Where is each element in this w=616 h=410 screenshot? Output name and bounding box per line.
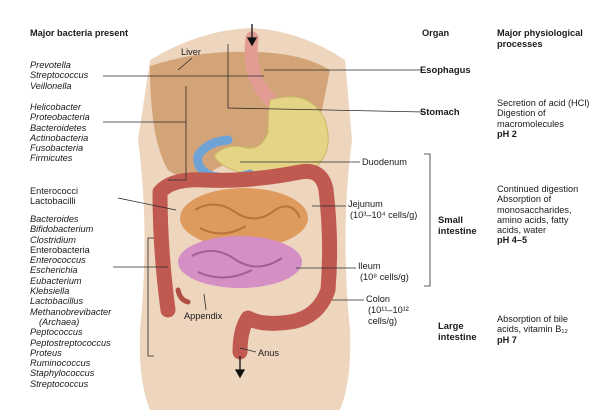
leader-anus — [239, 347, 257, 353]
process-ph: pH 4–5 — [497, 235, 528, 246]
bacteria-name: Bifidobacterium — [30, 224, 94, 235]
bacteria-name: Peptococcus — [30, 327, 83, 338]
process-line: Absorption of — [497, 194, 552, 205]
bacteria-name: Clostridium — [30, 234, 76, 245]
colon-tube — [152, 163, 338, 360]
bacteria-name: Streptococcus — [30, 70, 89, 81]
leader-enterococci — [117, 197, 177, 211]
bacteria-list-small-intestine: Enterococci Lactobacilli — [30, 186, 78, 207]
bacteria-list-stomach: Helicobacter Proteobacteria Bacteroidete… — [30, 102, 90, 164]
bacteria-name: Enterobacteria — [30, 244, 90, 255]
bacteria-name: Lactobacilli — [30, 196, 76, 207]
outflow-arrow — [234, 356, 246, 379]
process-line: Digestion of — [497, 108, 546, 119]
bacteria-name: Peptostreptococcus — [30, 337, 111, 348]
process-small-intestine: Continued digestion Absorption of monosa… — [497, 184, 578, 246]
bacteria-name: Veillonella — [30, 80, 72, 91]
bacteria-name: Escherichia — [30, 265, 78, 276]
header-physiological-2: processes — [497, 39, 543, 49]
label-anus: Anus — [258, 348, 279, 358]
process-line: Absorption of bile — [497, 314, 568, 324]
bacteria-name: Firmicutes — [30, 153, 73, 164]
process-line: macromolecules — [497, 118, 564, 129]
leader-stomach-bracket — [168, 86, 187, 181]
label-ileum-count: (10⁸ cells/g) — [360, 272, 409, 282]
organ-stomach: Stomach — [420, 106, 460, 117]
organ-large-intestine-1: Large — [438, 320, 464, 331]
label-jejunum: Jejunum — [348, 199, 383, 209]
bacteria-name: Staphylococcus — [30, 368, 95, 379]
bacteria-name: Streptococcus — [30, 378, 89, 389]
leader-appendix — [203, 293, 207, 311]
label-appendix: Appendix — [184, 311, 223, 321]
organ-esophagus: Esophagus — [420, 64, 471, 75]
process-line: acids, water — [497, 225, 547, 236]
process-line: Secretion of acid (HCl) — [497, 98, 590, 108]
process-ph: pH 2 — [497, 128, 517, 139]
liver-shape — [150, 51, 330, 177]
label-colon-count-2: cells/g) — [368, 316, 398, 326]
leader-stomach — [227, 44, 425, 113]
bracket-large-intestine — [147, 237, 154, 357]
bacteria-name: Actinobacteria — [30, 132, 89, 143]
process-large-intestine: Absorption of bile acids, vitamin B₁₂ pH… — [497, 314, 568, 345]
bacteria-name: Ruminococcus — [30, 358, 91, 369]
bacteria-name: Lactobacillus — [30, 296, 84, 307]
label-colon-count-1: (10¹¹–10¹² — [368, 305, 409, 315]
label-duodenum: Duodenum — [362, 157, 407, 167]
appendix-shape — [175, 287, 191, 305]
label-colon: Colon — [366, 294, 391, 304]
bacteria-list-esophagus: Prevotella Streptococcus Veillonella — [30, 60, 88, 91]
bacteria-name: Enterococci — [30, 186, 79, 196]
process-line: monosaccharides, — [497, 204, 572, 215]
label-ileum: Ileum — [358, 261, 381, 271]
bacteria-name: Proteobacteria — [30, 112, 90, 123]
bacteria-name: (Archaea) — [39, 316, 80, 327]
stomach-shape — [213, 96, 329, 179]
label-liver: Liver — [181, 47, 201, 57]
process-line: Continued digestion — [497, 184, 579, 194]
bacteria-name: Proteus — [30, 347, 62, 358]
organ-small-intestine-2: intestine — [438, 225, 477, 236]
header-physiological-1: Major physiological — [497, 28, 583, 38]
bacteria-name: Bacteroides — [30, 214, 79, 224]
process-line: amino acids, fatty — [497, 214, 569, 225]
leader-liver — [177, 57, 193, 71]
organ-small-intestine-1: Small — [438, 214, 464, 225]
process-stomach: Secretion of acid (HCl) Digestion of mac… — [497, 98, 589, 139]
bacteria-name: Klebsiella — [30, 286, 70, 297]
process-line: acids, vitamin B₁₂ — [497, 324, 569, 335]
bracket-small-intestine — [424, 153, 431, 287]
bacteria-name: Eubacterium — [30, 275, 82, 286]
bacteria-name: Enterococcus — [30, 255, 86, 266]
process-ph: pH 7 — [497, 334, 517, 345]
inflow-arrow — [246, 24, 258, 47]
bacteria-name: Prevotella — [30, 60, 71, 70]
label-jejunum-count: (10³–10⁴ cells/g) — [350, 210, 418, 220]
bacteria-name: Fusobacteria — [30, 143, 84, 154]
header-bacteria: Major bacteria present — [30, 28, 129, 38]
bacteria-name: Methanobrevibacter — [30, 306, 112, 317]
header-organ: Organ — [422, 28, 450, 38]
bacteria-name: Helicobacter — [30, 102, 82, 112]
organ-large-intestine-2: intestine — [438, 331, 477, 342]
bacteria-name: Bacteroidetes — [30, 122, 87, 133]
